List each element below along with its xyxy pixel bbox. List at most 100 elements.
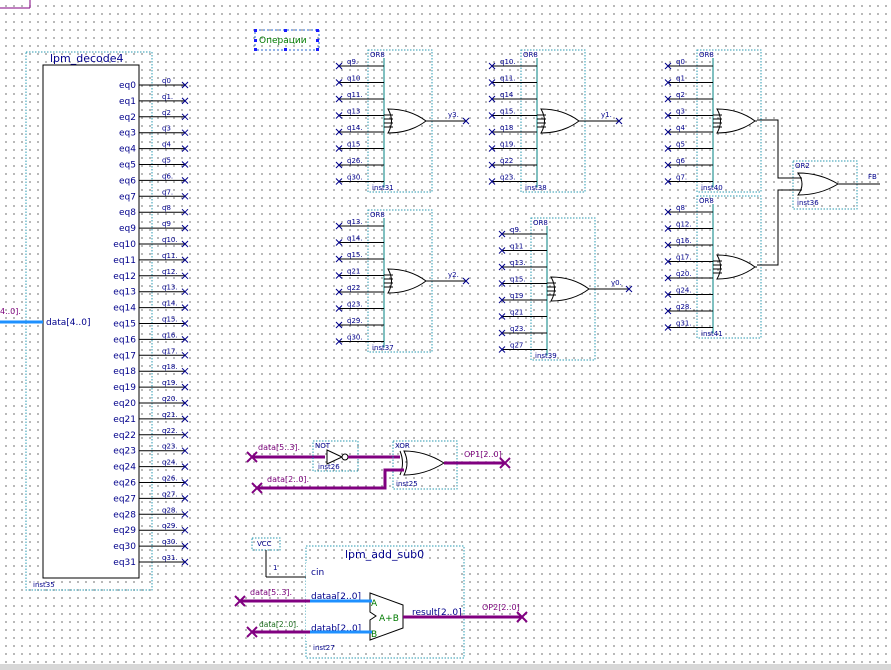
no-connect-icon: [664, 307, 672, 315]
no-connect-icon: [335, 128, 343, 136]
decoder-input-bus-label: 4..0].: [0, 307, 21, 316]
operations-label-box[interactable]: Операции: [254, 29, 320, 51]
or8-output-label: y2.: [448, 271, 459, 279]
or8-input-label: q23.: [347, 301, 363, 309]
or8-input-label: q22: [500, 157, 513, 165]
vcc-net: 1: [273, 564, 277, 572]
no-connect-icon: [664, 128, 672, 136]
adder-lpm-add-sub0[interactable]: lpm_add_sub0 cin dataa[2..0] datab[2..0]…: [234, 545, 528, 659]
or8-output-label: y3.: [448, 111, 459, 119]
or8-input-label: q10.: [500, 58, 516, 66]
no-connect-icon: [488, 145, 496, 152]
bottom-scrollbar[interactable]: [0, 664, 891, 670]
or8-type: OR8: [533, 219, 548, 227]
not-xor-section[interactable]: data[5..3]. NOT inst26 XOR inst25 OP1[2.…: [246, 440, 511, 494]
no-connect-icon: [181, 161, 189, 168]
no-connect-icon: [498, 346, 506, 353]
decoder-port-label: eq31: [113, 558, 136, 568]
or8-input-label: q17.: [676, 254, 692, 262]
decoder-port-label: eq17: [113, 351, 136, 361]
decoder-net-label: q11.: [162, 252, 178, 260]
decoder-input-port: data[4..0]: [46, 318, 90, 328]
no-connect-icon: [664, 62, 672, 70]
decoder-net-label: q26.: [162, 475, 178, 483]
decoder-port-label: eq16: [113, 335, 136, 345]
decoder-port-label: eq9: [119, 224, 136, 234]
no-connect-icon: [498, 329, 506, 337]
or8-instance: inst37: [372, 344, 394, 352]
or8-input-label: q18: [500, 124, 513, 132]
no-connect-icon: [664, 241, 672, 249]
no-connect-icon: [181, 97, 189, 105]
no-connect-icon: [335, 272, 343, 279]
or8-gate-inst37[interactable]: OR8inst37q13.q14.q15.q21q22q23.q29.q30.y…: [335, 209, 470, 353]
no-connect-icon: [335, 178, 343, 185]
or8-input-label: q22: [347, 284, 360, 292]
or8-gate-inst38[interactable]: OR8inst38q10.q11.q14q15.q18q19.q22q23.y1…: [488, 49, 623, 193]
decoder-port-label: eq27: [113, 494, 136, 504]
no-connect-icon: [615, 117, 623, 125]
no-connect-icon: [181, 304, 189, 311]
or8-input-label: q27: [510, 342, 523, 350]
adder-dataa: dataa[2..0]: [311, 592, 361, 602]
adder-output-label: OP2[2..0]: [482, 603, 520, 612]
decoder-net-label: q2: [162, 109, 171, 117]
vcc-symbol[interactable]: VCC 1: [251, 537, 310, 578]
decoder-net-label: q10.: [162, 236, 178, 244]
decoder-port-label: eq28: [113, 510, 136, 520]
no-connect-icon: [498, 230, 506, 238]
or8-instance: inst31: [372, 184, 394, 192]
decoder-port-label: eq13: [113, 288, 136, 298]
decoder-net-label: q14.: [162, 300, 178, 308]
or8-input-label: q23.: [500, 174, 516, 182]
decoder-lpm-decode4[interactable]: lpm_decode4 inst35 4..0]. data[4..0] eq0…: [0, 51, 189, 591]
no-connect-icon: [488, 95, 496, 103]
or2-gate-inst36[interactable]: OR2 FB inst36: [757, 119, 880, 266]
no-connect-icon: [335, 62, 343, 70]
or8-input-label: q9.: [510, 226, 521, 234]
no-connect-icon: [664, 178, 672, 185]
no-connect-icon: [488, 79, 496, 86]
no-connect-icon: [498, 280, 506, 287]
no-connect-icon: [335, 222, 343, 230]
decoder-port-label: eq19: [113, 383, 136, 393]
no-connect-icon: [335, 95, 343, 103]
